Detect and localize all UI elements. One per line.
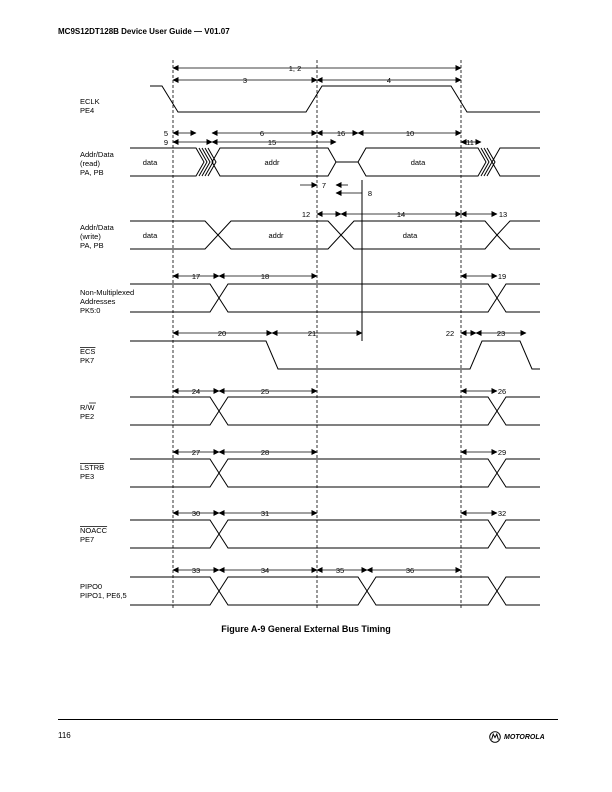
reference-lines — [172, 60, 462, 610]
param-6: 6 — [260, 129, 264, 138]
page-header: MC9S12DT128B Device User Guide — V01.07 — [58, 27, 230, 36]
param-4: 4 — [387, 76, 391, 85]
nonmux-pins: PK5:0 — [80, 306, 100, 315]
param-21: 21 — [308, 329, 316, 338]
addr-write-label: Addr/Data — [80, 223, 115, 232]
write-addr: addr — [268, 231, 284, 240]
read-data: data — [411, 158, 426, 167]
param-11: 11 — [466, 138, 474, 147]
addr-data-write-waveform — [130, 220, 540, 250]
param-22: 22 — [446, 329, 454, 338]
param-18: 18 — [261, 272, 269, 281]
param-34: 34 — [261, 566, 269, 575]
param-24: 24 — [192, 387, 200, 396]
param-28: 28 — [261, 448, 269, 457]
param-36: 36 — [406, 566, 414, 575]
eclk-pin: PE4 — [80, 106, 94, 115]
pipo-waveform — [130, 576, 540, 606]
timing-arrows-single — [300, 182, 362, 196]
param-8: 8 — [368, 189, 372, 198]
param-13: 13 — [499, 210, 507, 219]
brand-name: MOTOROLA — [504, 733, 545, 741]
eclk-waveform — [150, 85, 540, 113]
param-33: 33 — [192, 566, 200, 575]
param-16: 16 — [337, 129, 345, 138]
param-15: 15 — [268, 138, 276, 147]
lstrb-waveform — [130, 458, 540, 488]
addr-read-label: Addr/Data — [80, 150, 115, 159]
param-20: 20 — [218, 329, 226, 338]
param-27: 27 — [192, 448, 200, 457]
rw-pin: PE2 — [80, 412, 94, 421]
addr-write-pins: PA, PB — [80, 241, 104, 250]
noacc-waveform — [130, 519, 540, 549]
param-30: 30 — [192, 509, 200, 518]
param-1-2: 1, 2 — [289, 64, 302, 73]
nonmux-label-2: Addresses — [80, 297, 116, 306]
rw-label: R/W — [80, 403, 96, 412]
addr-read-pins: PA, PB — [80, 168, 104, 177]
param-10: 10 — [406, 129, 414, 138]
param-3: 3 — [243, 76, 247, 85]
param-23: 23 — [497, 329, 505, 338]
noacc-pin: PE7 — [80, 535, 94, 544]
figure-caption: Figure A-9 General External Bus Timing — [221, 624, 391, 634]
eclk-label: ECLK — [80, 97, 100, 106]
lstrb-pin: PE3 — [80, 472, 94, 481]
write-data-before: data — [143, 231, 158, 240]
ecs-waveform — [130, 340, 540, 370]
motorola-logo-icon — [489, 731, 501, 743]
param-17: 17 — [192, 272, 200, 281]
param-19: 19 — [498, 272, 506, 281]
param-12: 12 — [302, 210, 310, 219]
rw-waveform — [130, 396, 540, 426]
param-7: 7 — [322, 181, 326, 190]
addr-write-mode: (write) — [80, 232, 101, 241]
pipo-pins: PIPO1, PE6,5 — [80, 591, 127, 600]
param-32: 32 — [498, 509, 506, 518]
ecs-pin: PK7 — [80, 356, 94, 365]
param-14: 14 — [397, 210, 405, 219]
param-29: 29 — [498, 448, 506, 457]
param-5: 5 — [164, 129, 168, 138]
ecs-label: ECS — [80, 347, 95, 356]
nonmux-address-waveform — [130, 283, 540, 313]
nonmux-label: Non-Multiplexed — [80, 288, 134, 297]
lstrb-label: LSTRB — [80, 463, 104, 472]
page-number: 116 — [58, 731, 71, 740]
param-31: 31 — [261, 509, 269, 518]
footer-rule — [58, 719, 558, 720]
write-data: data — [403, 231, 418, 240]
timing-arrows — [172, 65, 527, 573]
param-26: 26 — [498, 387, 506, 396]
noacc-label: NOACC — [80, 526, 108, 535]
addr-data-read-waveform — [130, 147, 540, 177]
addr-read-mode: (read) — [80, 159, 101, 168]
param-25: 25 — [261, 387, 269, 396]
footer-brand: MOTOROLA — [489, 731, 545, 743]
pipo-label: PIPO0 — [80, 582, 102, 591]
read-data-before: data — [143, 158, 158, 167]
param-35: 35 — [336, 566, 344, 575]
param-9: 9 — [164, 138, 168, 147]
read-addr: addr — [264, 158, 280, 167]
